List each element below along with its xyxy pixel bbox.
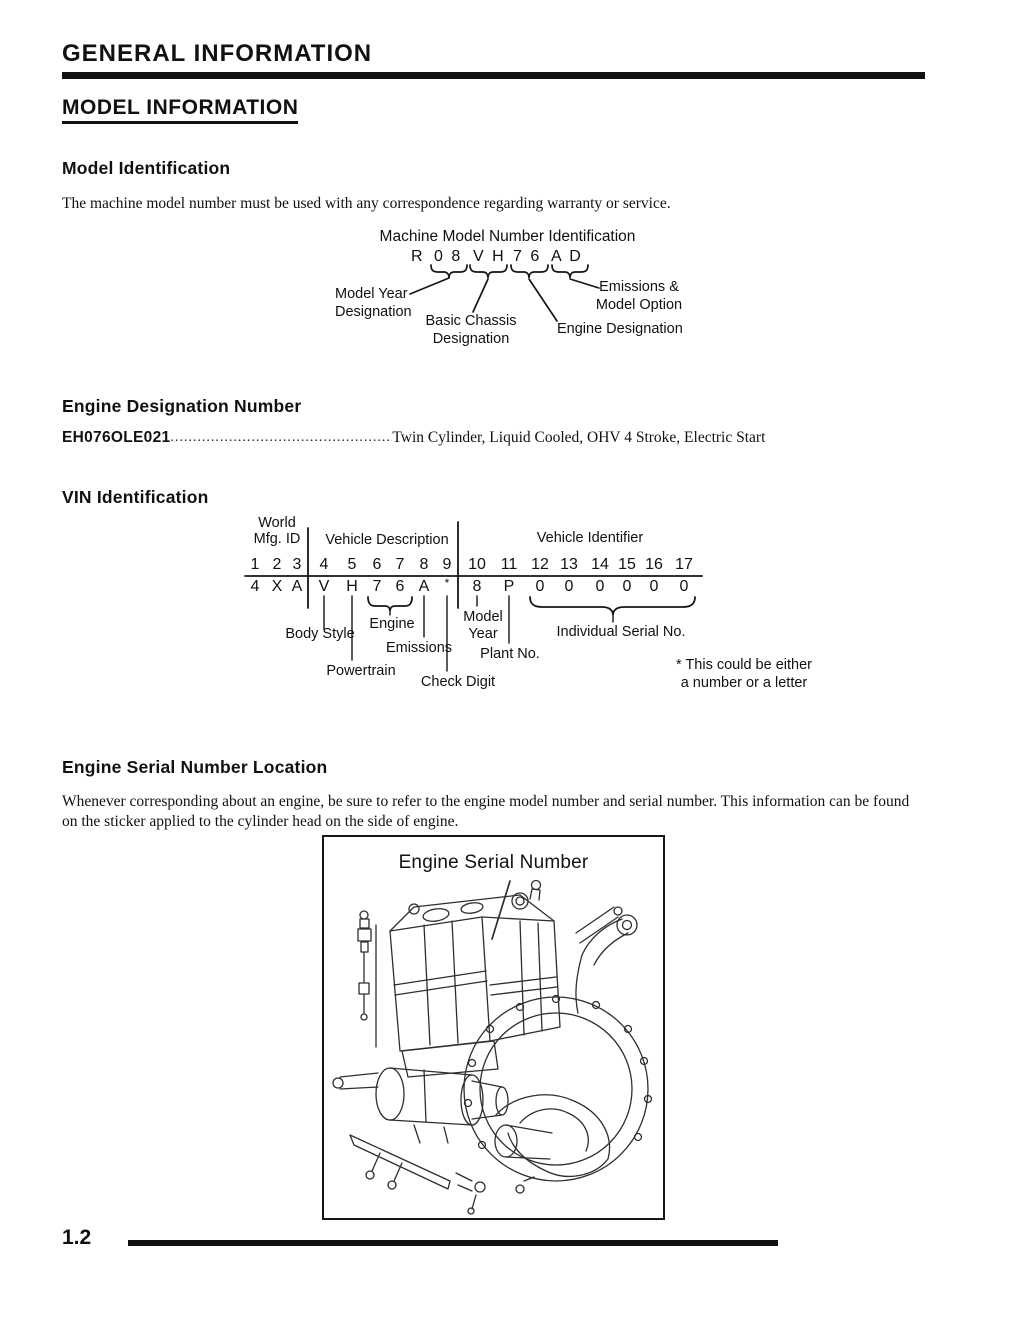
vin-callout-model-year: Model Year (463, 609, 503, 642)
vin-diagram-lines (244, 521, 703, 672)
vin-diagram: World Mfg. ID Vehicle Description Vehicl… (240, 515, 815, 700)
vin-position: 17 (675, 556, 693, 573)
vin-value: 0 (535, 578, 545, 595)
vin-callout-check-digit: Check Digit (420, 674, 496, 690)
label-emissions-model-option: Emissions & Model Option (595, 279, 683, 313)
model-code-year: 0 8 (434, 248, 463, 265)
vin-callout-emissions: Emissions (385, 640, 453, 656)
vin-position: 7 (395, 556, 405, 573)
title-rule (62, 72, 925, 79)
model-code-engine: 7 6 (513, 248, 542, 265)
vin-callout-engine: Engine (369, 616, 415, 632)
engine-designation-line: EH076OLE021 ............................… (62, 429, 932, 447)
vin-value: 0 (622, 578, 632, 595)
model-code-emissions: A D (551, 248, 583, 265)
model-identification-heading: Model Identification (62, 158, 231, 178)
vin-position: 1 (250, 556, 260, 573)
vin-position: 8 (419, 556, 429, 573)
vin-position: 3 (292, 556, 302, 573)
vin-position: 9 (442, 556, 452, 573)
vin-value: 0 (564, 578, 574, 595)
vin-position: 4 (319, 556, 329, 573)
vin-check-digit-note: * This could be either a number or a let… (676, 657, 812, 691)
section-title: MODEL INFORMATION (62, 96, 299, 124)
machine-model-diagram: Machine Model Number Identification R 0 … (325, 228, 690, 356)
machine-model-diagram-lines (409, 264, 600, 322)
vin-position: 10 (468, 556, 486, 573)
vin-position: 11 (500, 556, 518, 573)
page-title: GENERAL INFORMATION (62, 40, 373, 67)
vin-value-check-digit: * (444, 576, 450, 590)
vin-position: 13 (560, 556, 578, 573)
vin-position: 14 (591, 556, 609, 573)
vin-callout-powertrain: Powertrain (326, 663, 396, 679)
engine-designation-description: Twin Cylinder, Liquid Cooled, OHV 4 Stro… (392, 429, 766, 446)
model-identification-body: The machine model number must be used wi… (62, 195, 671, 212)
vin-position: 16 (645, 556, 663, 573)
vin-value: A (418, 578, 430, 595)
vin-value: X (271, 578, 283, 595)
label-engine-designation: Engine Designation (557, 321, 683, 337)
vin-value: 8 (472, 578, 482, 595)
vin-value: H (346, 578, 358, 595)
vin-value: 0 (649, 578, 659, 595)
engine-serial-figure: Engine Serial Number (322, 835, 665, 1220)
vin-callout-plant-no: Plant No. (480, 646, 540, 662)
label-basic-chassis-designation: Basic Chassis Designation (425, 313, 517, 347)
engine-designation-heading: Engine Designation Number (62, 396, 302, 416)
vin-position: 5 (347, 556, 357, 573)
vin-value: 6 (395, 578, 405, 595)
vin-callout-body-style: Body Style (285, 626, 355, 642)
vin-value: 7 (372, 578, 382, 595)
vin-position: 15 (618, 556, 636, 573)
label-model-year-designation: Model Year Designation (335, 286, 412, 320)
leader-dots: ........................................… (170, 430, 392, 445)
engine-line-art (332, 879, 653, 1215)
model-code-chassis: V H (473, 248, 506, 265)
footer-rule (128, 1240, 778, 1246)
vin-position: 2 (272, 556, 282, 573)
vin-position: 12 (531, 556, 549, 573)
vin-group-world-mfg-id: World Mfg. ID (253, 515, 301, 547)
vin-group-vehicle-identifier: Vehicle Identifier (536, 530, 644, 546)
vin-value: 4 (250, 578, 260, 595)
vin-group-vehicle-description: Vehicle Description (325, 532, 449, 548)
page-number: 1.2 (62, 1226, 92, 1249)
engine-serial-body: Whenever corresponding about an engine, … (62, 793, 910, 830)
machine-model-title: Machine Model Number Identification (379, 228, 636, 245)
vin-value: 0 (595, 578, 605, 595)
engine-serial-heading: Engine Serial Number Location (62, 757, 328, 777)
vin-value: V (318, 578, 330, 595)
engine-serial-figure-label: Engine Serial Number (398, 852, 589, 873)
vin-value: A (291, 578, 303, 595)
vin-value: P (503, 578, 515, 595)
vin-callout-individual-serial-no: Individual Serial No. (556, 624, 686, 640)
vin-value: 0 (679, 578, 689, 595)
vin-position: 6 (372, 556, 382, 573)
section-title-wrap: MODEL INFORMATION (62, 96, 299, 124)
vin-identification-heading: VIN Identification (62, 487, 209, 507)
model-code-year-prefix: R (411, 248, 425, 265)
engine-designation-code: EH076OLE021 (62, 429, 171, 446)
